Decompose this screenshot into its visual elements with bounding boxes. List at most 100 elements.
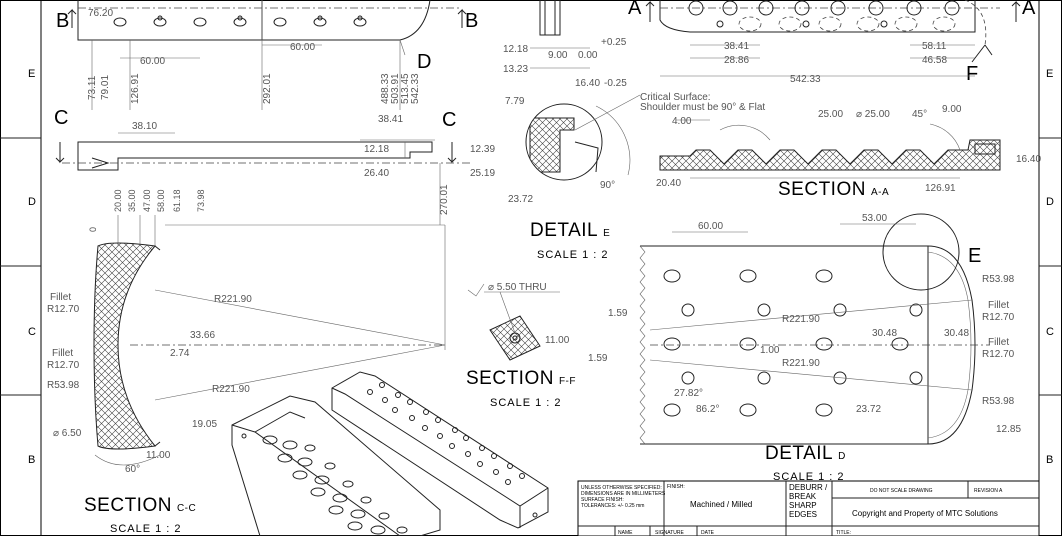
dim-d-fillet-b: Fillet <box>988 337 1009 348</box>
section-arrow-c-left <box>55 142 65 164</box>
tb-note-1: UNLESS OTHERWISE SPECIFIED: <box>581 485 662 491</box>
dim-top-16-40: 16.40 <box>575 78 600 89</box>
side-view-c: C C 38.10 38.41 12.18 26.40 12.39 25.19 … <box>54 107 495 225</box>
dim-side-38-41: 38.41 <box>378 114 403 125</box>
end-view-fragment: 12.18 9.00 0.00 +0.25 13.23 16.40 -0.25 <box>503 0 627 89</box>
zone-label-left-d: D <box>28 196 36 208</box>
dim-d-r12-b: R12.70 <box>982 349 1015 360</box>
dim-side-26-40: 26.40 <box>364 168 389 179</box>
dim-d-53-00: 53.00 <box>862 213 887 224</box>
title-block: UNLESS OTHERWISE SPECIFIED: DIMENSIONS A… <box>577 480 1040 536</box>
front-view-a: A A F 38.41 28.86 58.11 46.58 542.33 <box>628 0 1036 85</box>
tb-col-date: DATE <box>701 530 715 536</box>
dim-d-r221-a: R221.90 <box>782 314 820 325</box>
dim-v-73-11: 73.11 <box>87 75 98 100</box>
top-view: B B D 76.20 60.00 60.00 73.11 79.01 126.… <box>56 0 478 110</box>
dim-d-r53-b: R53.98 <box>982 396 1015 407</box>
top-view-holes <box>113 15 367 27</box>
tb-note-4: TOLERANCES: +/- 0.25 mm <box>581 503 644 509</box>
dim-cc-r221-a: R221.90 <box>214 294 252 305</box>
dim-cc-r12-1: R12.70 <box>47 304 80 315</box>
dim-top-minus-tol: -0.25 <box>604 78 627 89</box>
dim-side-12-18: 12.18 <box>364 144 389 155</box>
front-view-holes <box>688 0 960 32</box>
dim-top-60-00-a: 60.00 <box>140 56 165 67</box>
tb-copyright: Copyright and Property of MTC Solutions <box>852 509 998 518</box>
section-c-c: 0 20.00 35.00 47.00 58.00 61.18 73.98 Fi… <box>47 189 446 535</box>
zone-label-left-e: E <box>28 68 35 80</box>
detail-label-e: E <box>968 245 981 267</box>
dim-v-542-33: 542.33 <box>410 73 421 104</box>
detail-d-scale: SCALE 1 : 2 <box>773 471 845 483</box>
dim-top-58-11: 58.11 <box>922 41 947 52</box>
tb-deburr-2: BREAK <box>789 492 817 501</box>
zone-label-right-c: C <box>1046 326 1054 338</box>
zone-label-left-c: C <box>28 326 36 338</box>
dim-cc-r53: R53.98 <box>47 380 80 391</box>
dim-top-0-00: 0.00 <box>578 50 598 61</box>
dim-v-488-33: 488.33 <box>380 73 391 104</box>
dim-d-30-48-a: 30.48 <box>872 328 897 339</box>
dim-v-503-91: 503.91 <box>390 73 401 104</box>
dim-d-fillet-a: Fillet <box>988 300 1009 311</box>
tb-note-3: SURFACE FINISH: <box>581 497 624 503</box>
dim-d-60-00: 60.00 <box>698 221 723 232</box>
dim-cc-dia-6-50: ⌀ 6.50 <box>53 428 82 439</box>
dim-side-12-39: 12.39 <box>470 144 495 155</box>
dim-aa-4-00: 4.00 <box>672 116 692 127</box>
dim-d-r221-b: R221.90 <box>782 358 820 369</box>
dim-cc-33-66: 33.66 <box>190 330 215 341</box>
dim-top-plus-tol: +0.25 <box>601 37 627 48</box>
section-ff-scale: SCALE 1 : 2 <box>490 397 562 409</box>
section-label-b-left: B <box>56 10 69 32</box>
tb-finish-label: FINISH: <box>667 484 685 490</box>
dim-detail-e-90: 90° <box>600 180 615 191</box>
detail-d: E 60.00 53.00 R53.98 Fillet R12.70 Fille… <box>639 213 1021 483</box>
detail-e-scale: SCALE 1 : 2 <box>537 249 609 261</box>
dim-top-60-00-b: 60.00 <box>290 42 315 53</box>
dim-aa-25-00: 25.00 <box>818 109 843 120</box>
dim-cc-0: 0 <box>88 227 98 232</box>
dim-aa-20-40: 20.40 <box>656 178 681 189</box>
dim-cc-2-74: 2.74 <box>170 348 190 359</box>
dim-d-86-2: 86.2° <box>696 404 719 415</box>
dim-aa-126-91: 126.91 <box>925 183 956 194</box>
dim-v-126-91: 126.91 <box>130 73 141 104</box>
dim-cc-47: 47.00 <box>142 189 152 212</box>
dim-aa-16-40: 16.40 <box>1016 154 1041 165</box>
detail-e: 7.79 23.72 90° Critical Surface: Shoulde… <box>505 92 765 261</box>
tb-col-name: NAME <box>618 530 633 536</box>
tb-deburr-1: DEBURR / <box>789 483 828 492</box>
dim-side-270-01: 270.01 <box>439 184 450 215</box>
tb-do-not-scale: DO NOT SCALE DRAWING <box>870 488 933 494</box>
isometric-part-left <box>231 395 441 536</box>
dim-top-9-00: 9.00 <box>548 50 568 61</box>
dim-ff-1-59-a: 1.59 <box>608 308 628 319</box>
section-label-c-right: C <box>442 109 456 131</box>
section-label-f: F <box>966 63 978 85</box>
dim-d-23-72: 23.72 <box>856 404 881 415</box>
zone-label-right-b: B <box>1046 454 1053 466</box>
dim-cc-fillet-1: Fillet <box>50 292 71 303</box>
dim-cc-61: 61.18 <box>172 189 182 212</box>
dim-d-30-48-b: 30.48 <box>944 328 969 339</box>
note-thru-hole: ⌀ 5.50 THRU <box>488 282 547 293</box>
dim-aa-45: 45° <box>912 109 927 120</box>
section-arrow-b-right <box>457 8 467 28</box>
tb-deburr-3: SHARP <box>789 501 817 510</box>
section-label-a-right: A <box>1022 0 1036 19</box>
dim-d-1-00: 1.00 <box>760 345 780 356</box>
dim-cc-35: 35.00 <box>127 189 137 212</box>
dim-top-542-33: 542.33 <box>790 74 821 85</box>
dim-aa-9-00: 9.00 <box>942 104 962 115</box>
tb-col-signature: SIGNATURE <box>655 530 684 536</box>
section-arrow-a-left <box>645 0 655 22</box>
dim-aa-dia-25: ⌀ 25.00 <box>856 109 890 120</box>
dim-top-76-20: 76.20 <box>88 8 113 19</box>
